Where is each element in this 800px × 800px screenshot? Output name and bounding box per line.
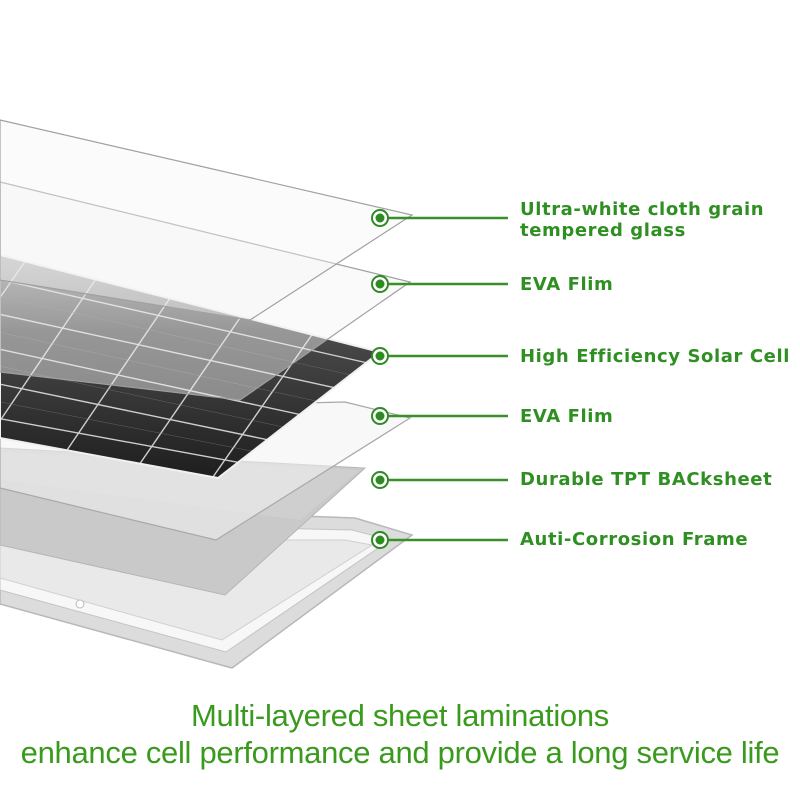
callout-eva-bottom xyxy=(371,407,508,425)
callout-frame xyxy=(371,531,508,549)
eva-top-layer xyxy=(0,181,412,401)
callout-backsheet xyxy=(371,471,508,489)
callout-eva-top xyxy=(371,275,508,293)
caption-line-1: Multi-layered sheet laminations xyxy=(190,698,609,733)
label-eva-top: EVA Flim xyxy=(520,274,613,295)
label-glass-line2: tempered glass xyxy=(520,220,686,241)
label-backsheet: Durable TPT BACksheet xyxy=(520,469,772,490)
label-frame: Auti-Corrosion Frame xyxy=(520,529,748,550)
label-eva-bottom: EVA Flim xyxy=(520,406,613,427)
callout-glass xyxy=(371,209,508,227)
glass-layer xyxy=(0,119,414,321)
label-glass-line1: Ultra-white cloth grain xyxy=(520,199,765,220)
label-solar-cell: High Efficiency Solar Cell xyxy=(520,346,790,367)
label-eva-bottom-text: EVA Flim xyxy=(520,406,614,427)
label-glass: Ultra-white cloth grain tempered glass xyxy=(520,199,764,241)
label-backsheet-text: Durable TPT BACksheet xyxy=(520,469,773,490)
label-frame-text: Auti-Corrosion Frame xyxy=(520,529,749,550)
label-eva-top-text: EVA Flim xyxy=(520,274,614,295)
callouts xyxy=(371,209,508,549)
caption-line-2: enhance cell performance and provide a l… xyxy=(20,735,780,770)
callout-solar-cell xyxy=(371,347,508,365)
label-solar-cell-text: High Efficiency Solar Cell xyxy=(520,346,791,367)
